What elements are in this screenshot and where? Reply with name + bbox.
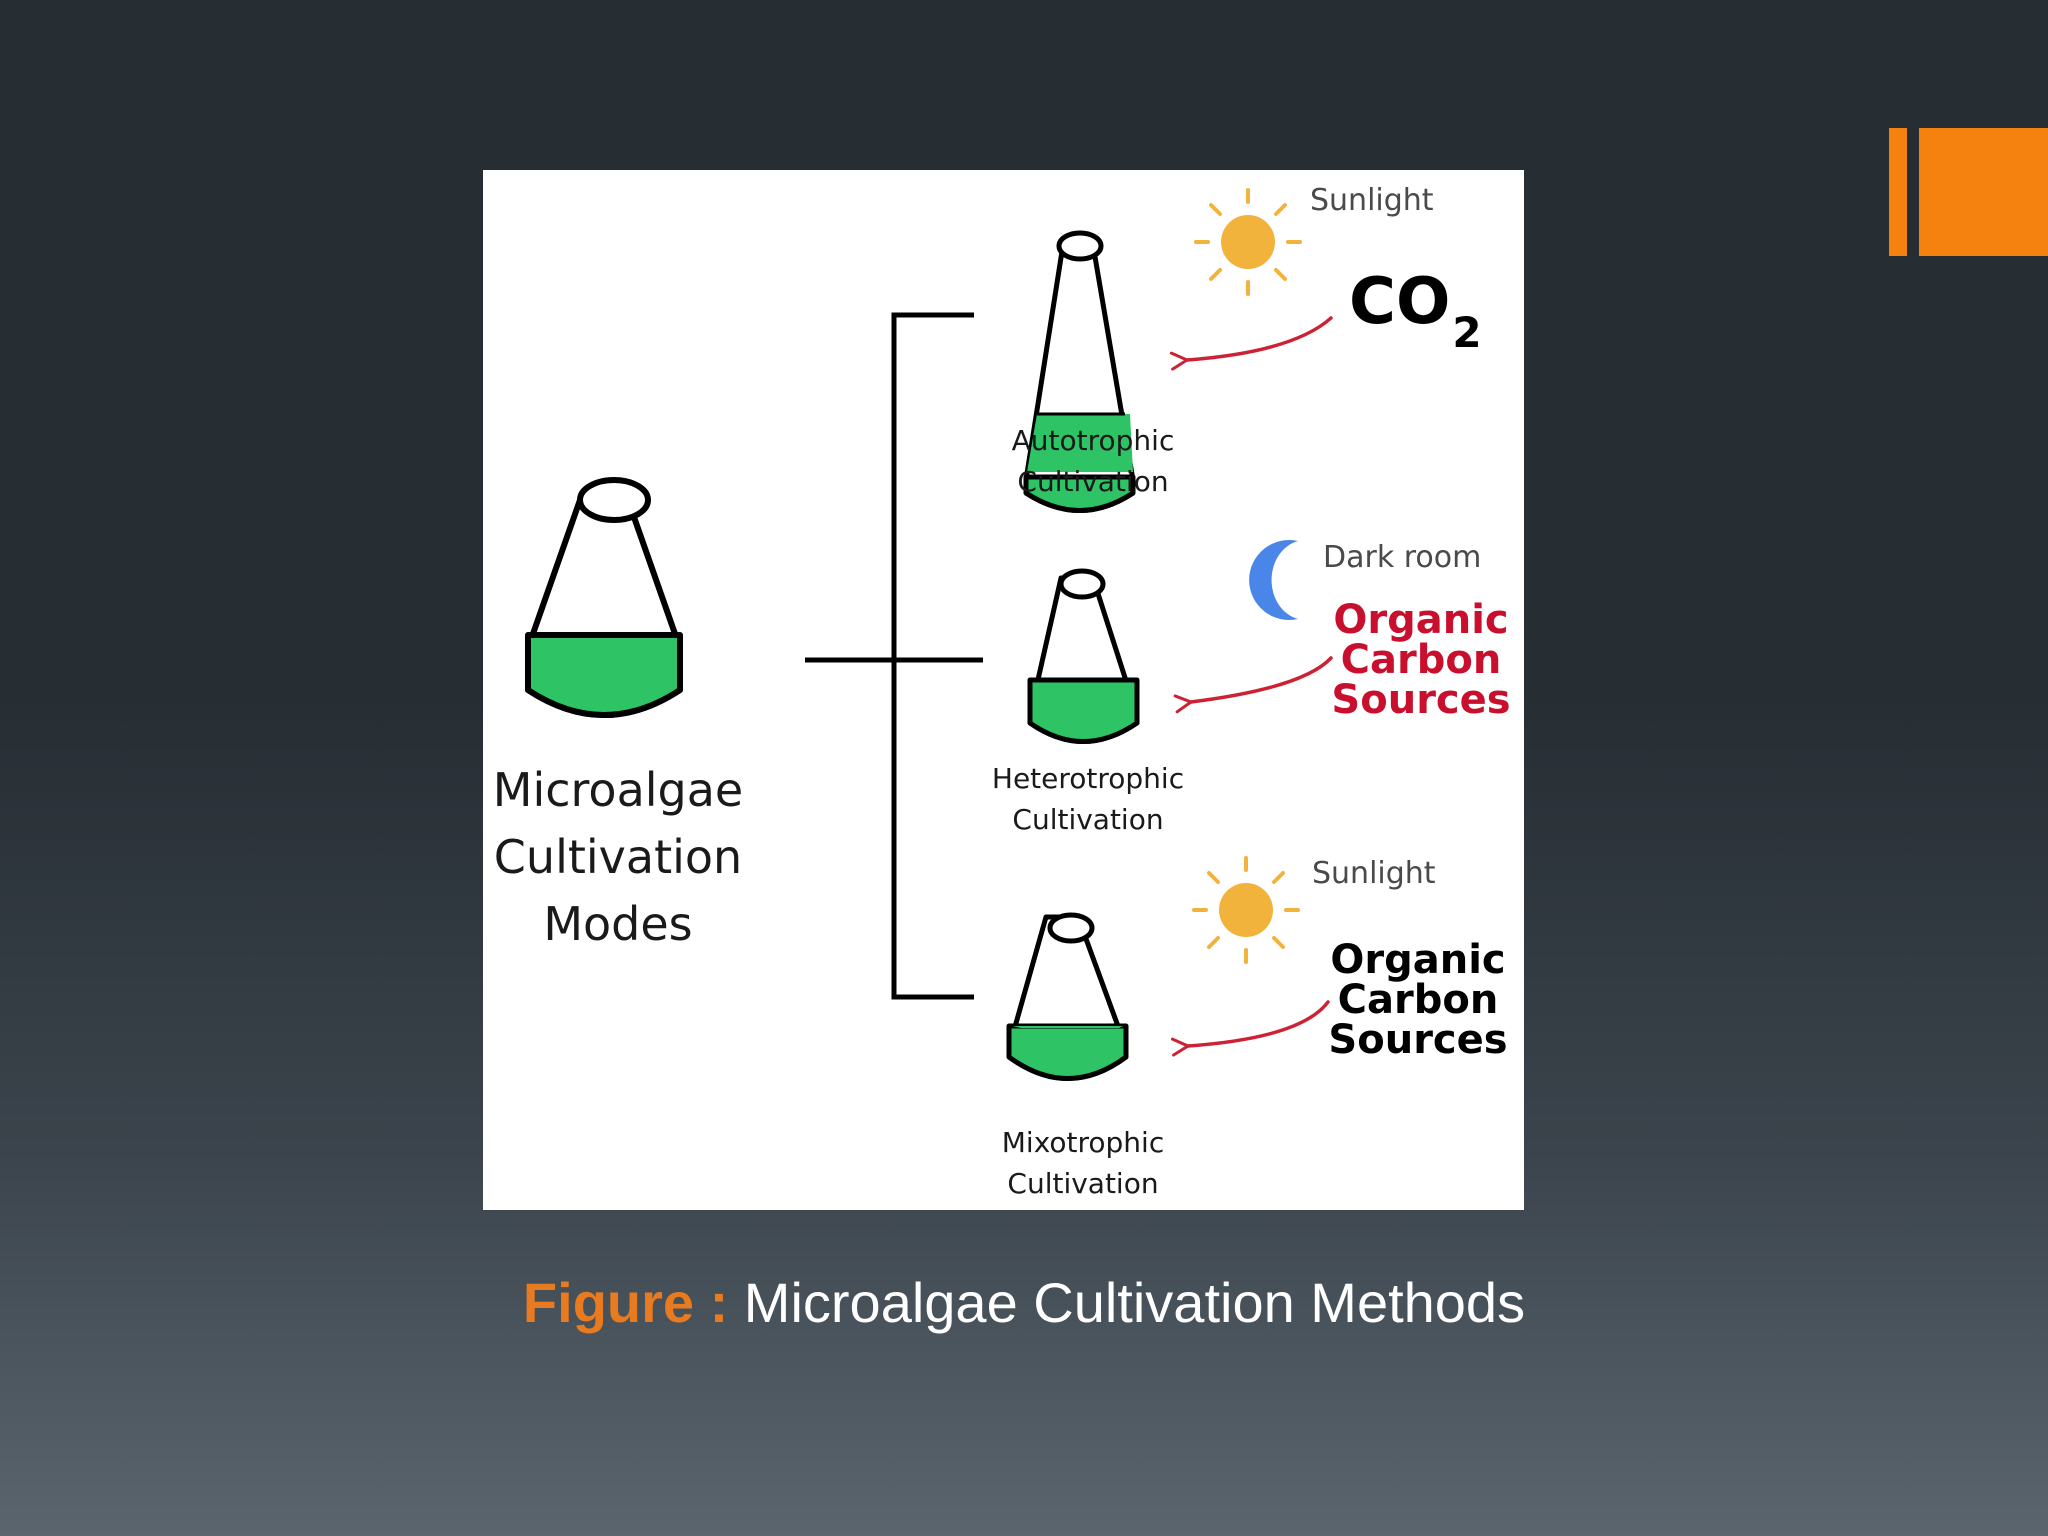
heterotrophic-label-line-1: Heterotrophic [991, 762, 1185, 795]
heterotrophic-input-line-1: Organic [1333, 597, 1508, 643]
root-label-line-3: Modes [543, 897, 692, 951]
mixotrophic-input-line-1: Organic [1330, 937, 1505, 983]
heterotrophic-label: Heterotrophic Cultivation [943, 758, 1233, 840]
moon-icon [1249, 540, 1298, 620]
heterotrophic-condition-label: Dark room [1323, 540, 1481, 575]
heterotrophic-arrow-icon [1173, 656, 1333, 714]
autotrophic-label-line-3: Cultivation [1017, 465, 1169, 498]
autotrophic-mode: Sunlight CO2 [1023, 183, 1482, 513]
sun-icon [1194, 188, 1302, 296]
mixotrophic-mode: Sunlight Organic Carbon Sources [1006, 856, 1508, 1081]
autotrophic-flask-icon [1023, 230, 1136, 513]
autotrophic-label-line-2: Autotrophic [1011, 424, 1175, 457]
mixotrophic-arrow-icon [1170, 1000, 1330, 1057]
heterotrophic-mode: Dark room Organic Carbon Sources [1027, 540, 1511, 744]
accent-block [1919, 128, 2048, 256]
sun-icon [1192, 856, 1300, 964]
heterotrophic-input-line-2: Carbon [1341, 637, 1502, 683]
mixotrophic-label-line-2: Cultivation [1007, 1167, 1159, 1200]
autotrophic-label: Autotrophic Cultivation [973, 420, 1213, 502]
diagram-panel: Microalgae Cultivation Modes [483, 170, 1524, 1210]
mixotrophic-flask-icon [1006, 912, 1129, 1081]
caption-text: Microalgae Cultivation Methods [728, 1271, 1526, 1334]
root-flask-icon [525, 477, 683, 718]
caption-prefix: Figure : [522, 1271, 729, 1334]
mixotrophic-label: Mixotrophic Cultivation [951, 1122, 1215, 1204]
cultivation-diagram: Microalgae Cultivation Modes [493, 183, 1511, 1081]
mixotrophic-label-line-1: Mixotrophic [1001, 1126, 1165, 1159]
root-label-line-2: Cultivation [494, 830, 742, 884]
heterotrophic-label-line-2: Cultivation [1012, 803, 1164, 836]
connector-bracket [805, 312, 983, 1000]
root-label-line-1: Microalgae [493, 763, 743, 817]
accent-bar [1889, 128, 1907, 256]
autotrophic-arrow-icon [1169, 316, 1333, 371]
heterotrophic-input-line-3: Sources [1331, 677, 1510, 723]
figure-caption: Figure : Microalgae Cultivation Methods [0, 1270, 2048, 1335]
mixotrophic-input-line-2: Carbon [1338, 977, 1499, 1023]
mixotrophic-input-line-3: Sources [1328, 1017, 1507, 1063]
co2-label: CO2 [1349, 265, 1482, 357]
heterotrophic-flask-icon [1027, 568, 1140, 744]
autotrophic-condition-label: Sunlight [1310, 183, 1434, 218]
mixotrophic-condition-label: Sunlight [1312, 856, 1436, 891]
